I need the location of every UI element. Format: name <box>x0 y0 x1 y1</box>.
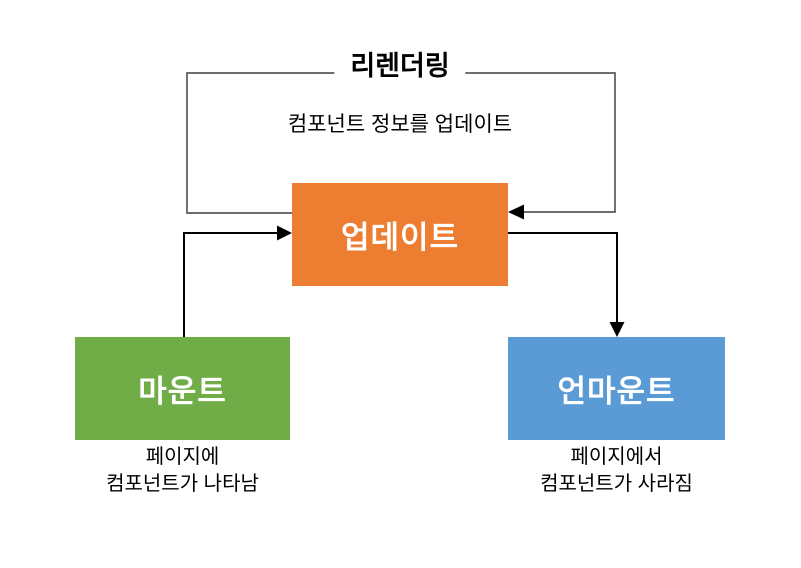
unmount-caption-line1: 페이지에서 <box>570 446 663 468</box>
rerender-loop-caption: 컴포넌트 정보를 업데이트 <box>287 113 513 136</box>
unmount-caption: 페이지에서 컴포넌트가 사라짐 <box>508 444 725 498</box>
unmount-node: 언마운트 <box>508 337 725 440</box>
unmount-caption-line2: 컴포넌트가 사라짐 <box>540 473 693 495</box>
rerender-loop-arrowhead-icon <box>508 204 524 220</box>
mount-caption-line2: 컴포넌트가 나타남 <box>106 473 259 495</box>
mount-node: 마운트 <box>75 337 290 440</box>
mount-caption: 페이지에 컴포넌트가 나타남 <box>75 444 290 498</box>
mount-to-update-arrowhead-icon <box>277 225 292 241</box>
mount-caption-line1: 페이지에 <box>145 446 220 468</box>
update-to-unmount-arrowhead-icon <box>609 322 625 337</box>
update-node-label: 업데이트 <box>340 220 460 255</box>
rerender-loop-title: 리렌더링 <box>334 47 466 87</box>
mount-to-update-line <box>183 232 277 337</box>
update-node: 업데이트 <box>292 183 508 286</box>
mount-node-label: 마운트 <box>138 374 227 409</box>
unmount-node-label: 언마운트 <box>557 374 676 409</box>
update-to-unmount-line <box>508 232 618 322</box>
